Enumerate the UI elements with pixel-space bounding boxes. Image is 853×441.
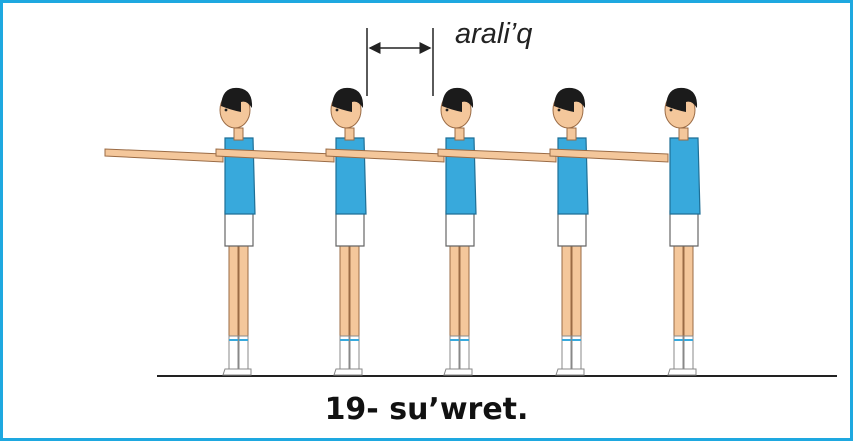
figure-caption: 19- su’wret. [0, 392, 853, 427]
spacing-label: arali’q [455, 18, 532, 51]
figure-person [105, 88, 255, 375]
